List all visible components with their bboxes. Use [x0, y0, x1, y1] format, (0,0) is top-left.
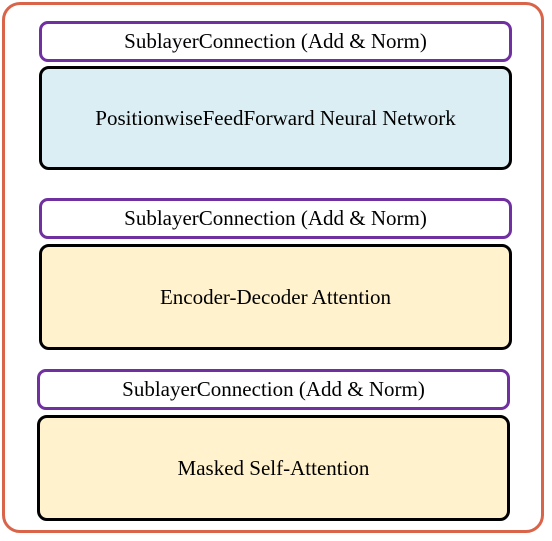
sublayer-connection-ffn: SublayerConnection (Add & Norm) [39, 21, 512, 62]
masked-self-attention-block: Masked Self-Attention [37, 415, 510, 521]
feed-forward-block: PositionwiseFeedForward Neural Network [39, 66, 512, 170]
sublayer-connection-enc-dec: SublayerConnection (Add & Norm) [39, 198, 512, 239]
sublayer-connection-self-attn: SublayerConnection (Add & Norm) [37, 369, 510, 410]
encoder-decoder-attention-block: Encoder-Decoder Attention [39, 244, 512, 350]
